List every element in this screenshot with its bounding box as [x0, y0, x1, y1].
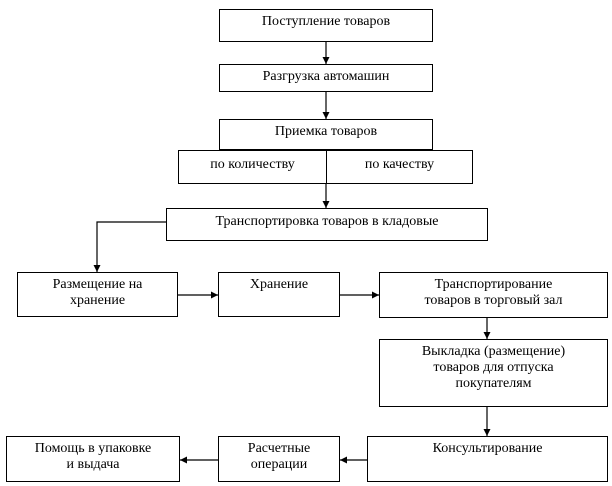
node-text: Транспортирование	[434, 277, 553, 292]
node-text: Приемка товаров	[274, 124, 378, 139]
node-truck-unloading: Разгрузка автомашин	[219, 64, 433, 92]
node-storage: Хранение	[218, 272, 340, 317]
node-placement-storage: Размещение на хранение	[17, 272, 178, 317]
node-text: и выдача	[66, 457, 120, 472]
arrow-transport-to-placement	[93, 221, 166, 272]
node-transport-to-hall: Транспортирование товаров в торговый зал	[379, 272, 608, 318]
node-text: Помощь в упаковке	[34, 441, 152, 456]
node-transport-to-storage: Транспортировка товаров в кладовые	[166, 208, 488, 241]
node-text: операции	[250, 457, 308, 472]
node-by-quantity: по количеству	[178, 150, 327, 184]
node-text: товаров для отпуска	[433, 360, 554, 375]
node-text: Консультирование	[432, 441, 543, 456]
node-text: по количеству	[210, 157, 295, 172]
node-by-quality: по качеству	[326, 150, 473, 184]
node-payment: Расчетные операции	[218, 436, 340, 482]
node-goods-acceptance: Приемка товаров	[219, 119, 433, 150]
node-text: Транспортировка товаров в кладовые	[215, 214, 439, 229]
node-packing-help: Помощь в упаковке и выдача	[6, 436, 180, 482]
node-text: Хранение	[249, 277, 309, 292]
node-consulting: Консультирование	[367, 436, 608, 482]
node-text: Расчетные	[247, 441, 311, 456]
node-text: хранение	[69, 293, 126, 308]
node-text: по качеству	[364, 157, 435, 172]
node-goods-receipt: Поступление товаров	[219, 9, 433, 42]
node-text: товаров в торговый зал	[424, 293, 563, 308]
node-text: покупателям	[455, 376, 532, 391]
node-text: Разгрузка автомашин	[262, 69, 390, 84]
node-text: Размещение на	[52, 277, 143, 292]
node-text: Поступление товаров	[261, 14, 391, 29]
node-text: Выкладка (размещение)	[421, 344, 566, 359]
node-display: Выкладка (размещение) товаров для отпуск…	[379, 339, 608, 407]
